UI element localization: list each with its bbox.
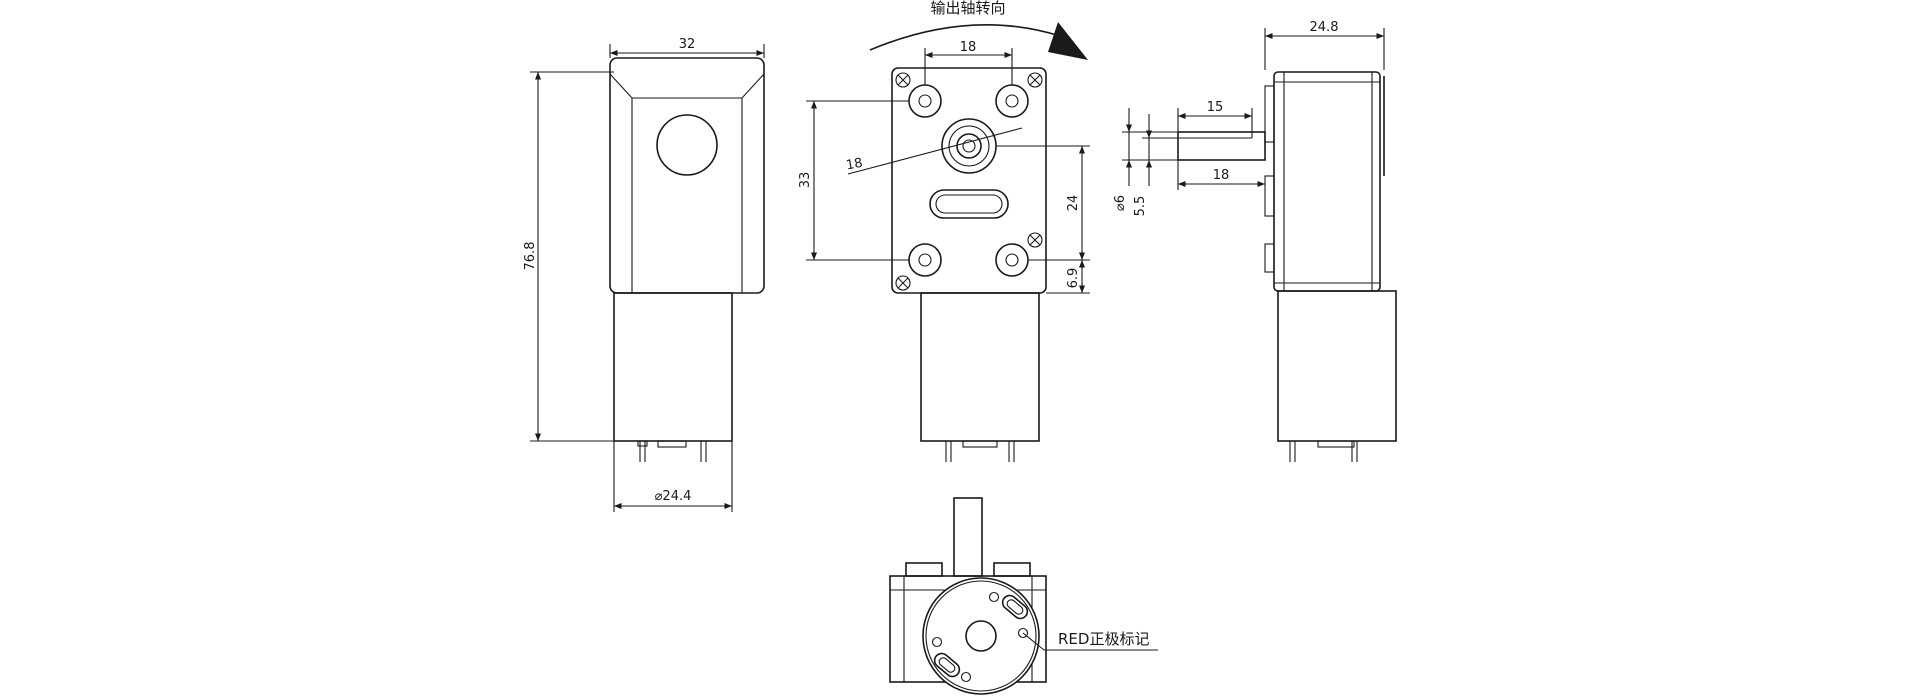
bottom-output-shaft — [953, 497, 983, 577]
dim-shaft-diameter: ⌀6 — [1113, 195, 1128, 211]
positive-marker-dot — [1017, 627, 1029, 639]
end-cap-bearing — [965, 620, 997, 652]
dim-front-height: 76.8 — [523, 242, 538, 271]
output-shaft — [941, 118, 997, 174]
bottom-view: RED正极标记 — [889, 497, 1158, 695]
marker-label: RED正极标记 — [1058, 630, 1149, 648]
dim-shaft-length: 18 — [1213, 168, 1230, 183]
dim-bottom-offset: 6.9 — [1066, 268, 1081, 289]
gear-plate — [891, 67, 1047, 294]
gear-face-view: 输出轴转向 — [798, 0, 1090, 462]
rotation-arrow — [869, 24, 1061, 51]
corner-screws — [895, 72, 1043, 291]
marker-leader — [1022, 632, 1158, 651]
mounting-holes — [908, 84, 1029, 277]
dim-side-width: 24.8 — [1310, 20, 1339, 35]
dim-shaft-to-hole: 24 — [1066, 195, 1081, 212]
dim-hole-spacing-top: 18 — [960, 40, 977, 55]
dim-front-diameter: ⌀24.4 — [655, 489, 692, 504]
rotation-label: 输出轴转向 — [930, 0, 1005, 17]
side-view: 24.8 15 18 ⌀6 5.5 — [1113, 20, 1397, 462]
front-shaft-circle — [656, 114, 718, 176]
dim-flat-width: 5.5 — [1133, 196, 1148, 217]
front-gearbox-chamfer — [609, 73, 765, 99]
side-gearbox-body — [1273, 71, 1381, 292]
front-view: 32 76.8 ⌀24.4 — [523, 37, 765, 512]
dim-shaft-circle: 18 — [845, 156, 864, 174]
side-output-shaft — [1177, 131, 1266, 161]
front-motor-body — [613, 292, 733, 442]
leader-shaft-circle — [847, 127, 1023, 175]
side-motor-body — [1277, 290, 1397, 442]
gear-face-motor-body — [920, 292, 1040, 442]
dim-front-width: 32 — [679, 37, 696, 52]
gear-plate-slot — [929, 189, 1009, 219]
dim-shaft-flat-length: 15 — [1207, 100, 1224, 115]
motor-end-cap — [922, 577, 1040, 695]
dim-hole-spacing-vertical: 33 — [798, 172, 813, 189]
